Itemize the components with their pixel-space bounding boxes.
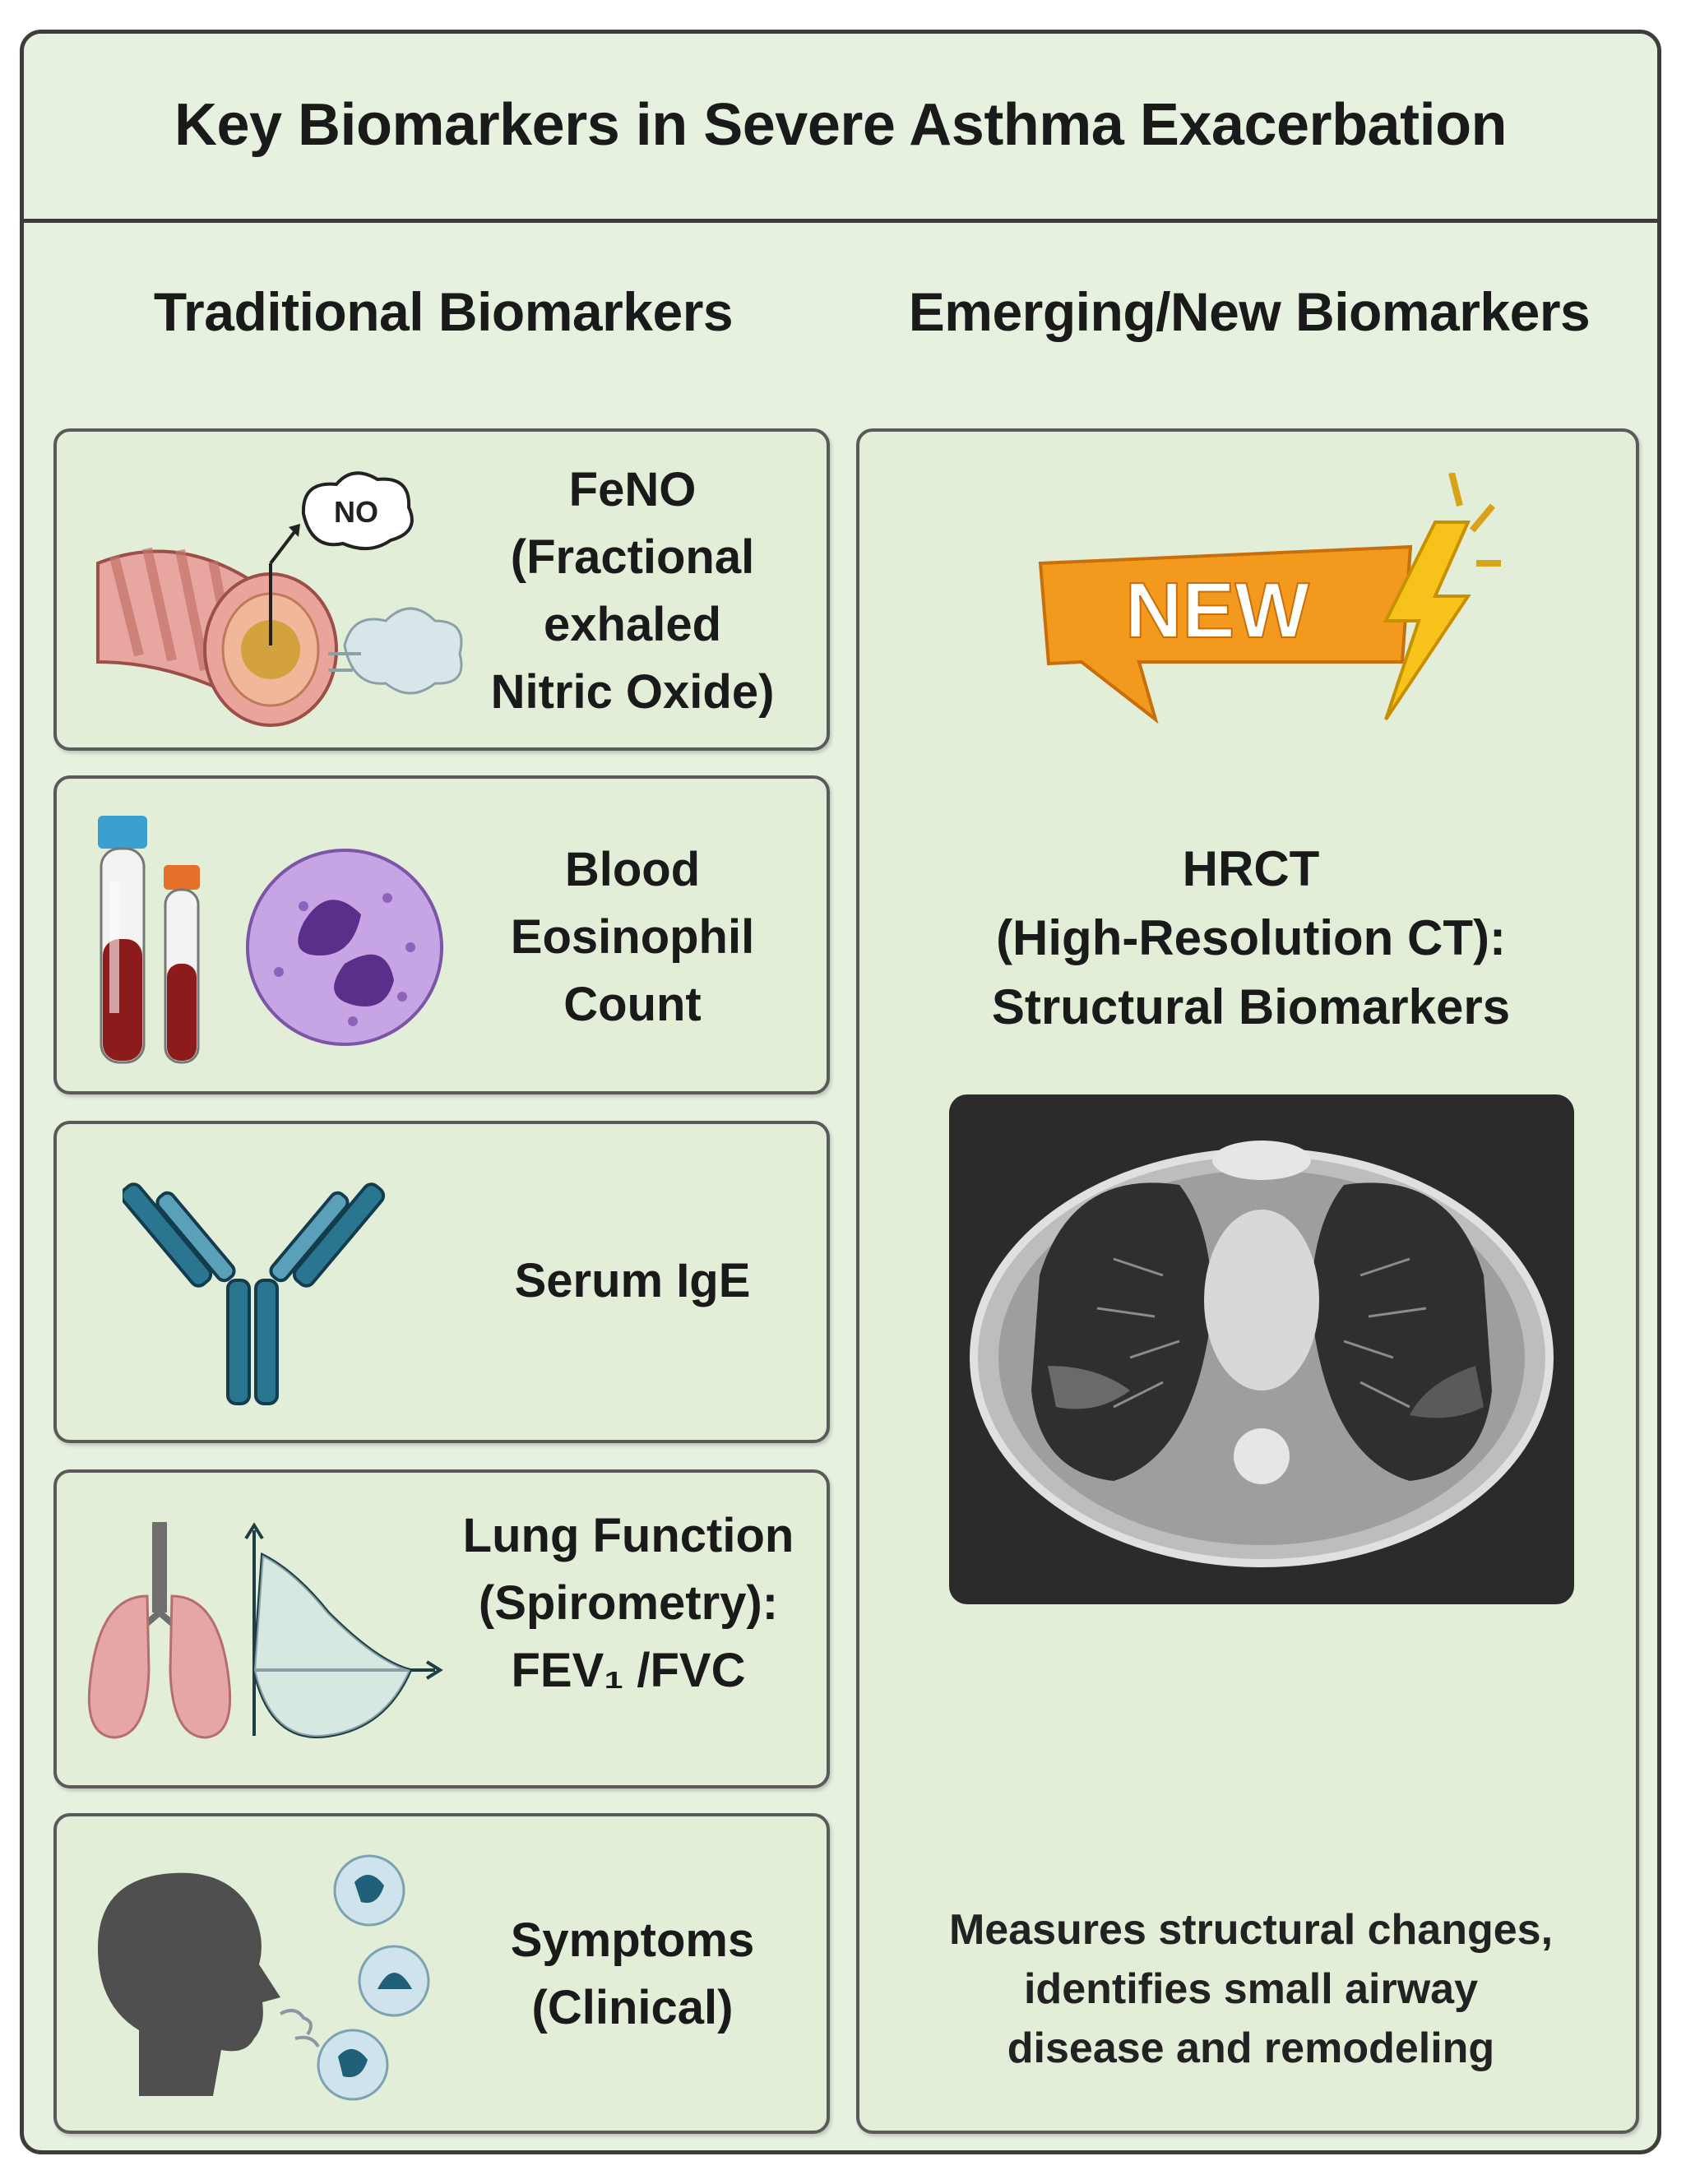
eosinophil-card: Blood Eosinophil Count xyxy=(53,775,830,1094)
lung-function-card: Lung Function (Spirometry): FEV₁ /FVC xyxy=(53,1469,830,1788)
emerging-heading: Emerging/New Biomarkers xyxy=(908,281,1591,342)
traditional-heading: Traditional Biomarkers xyxy=(153,281,734,342)
title-band: Key Biomarkers in Severe Asthma Exacerba… xyxy=(24,34,1657,223)
new-badge-label: NEW xyxy=(1125,567,1309,655)
feno-card: NO FeNO (Fractional exhaled Nitric Oxide… xyxy=(53,428,830,751)
ige-label: Serum IgE xyxy=(514,1254,751,1307)
blood-tubes-eosinophil-icon xyxy=(98,816,443,1064)
page-title: Key Biomarkers in Severe Asthma Exacerba… xyxy=(174,91,1508,158)
symptoms-label: Symptoms (Clinical) xyxy=(510,1913,755,2034)
antibody-icon xyxy=(123,1182,386,1405)
symptoms-card: Symptoms (Clinical) xyxy=(53,1813,830,2134)
airway-no-icon: NO xyxy=(96,471,463,727)
ige-card: Serum IgE xyxy=(53,1121,830,1443)
hrct-description: Measures structural changes, identifies … xyxy=(948,1906,1554,2072)
lungs-spirometry-icon xyxy=(87,1522,443,1739)
feno-label: FeNO (Fractional exhaled Nitric Oxide) xyxy=(490,463,775,719)
ct-scan-image xyxy=(949,1094,1574,1604)
hrct-heading: HRCT (High-Resolution CT): Structural Bi… xyxy=(991,841,1511,1034)
head-breath-icon xyxy=(98,1854,430,2101)
lung-function-label: Lung Function (Spirometry): FEV₁ /FVC xyxy=(462,1509,794,1697)
new-badge-icon: NEW xyxy=(1038,473,1501,724)
figure-frame: Key Biomarkers in Severe Asthma Exacerba… xyxy=(20,30,1661,2154)
no-label: NO xyxy=(334,495,378,529)
eosinophil-label: Blood Eosinophil Count xyxy=(510,843,755,1031)
